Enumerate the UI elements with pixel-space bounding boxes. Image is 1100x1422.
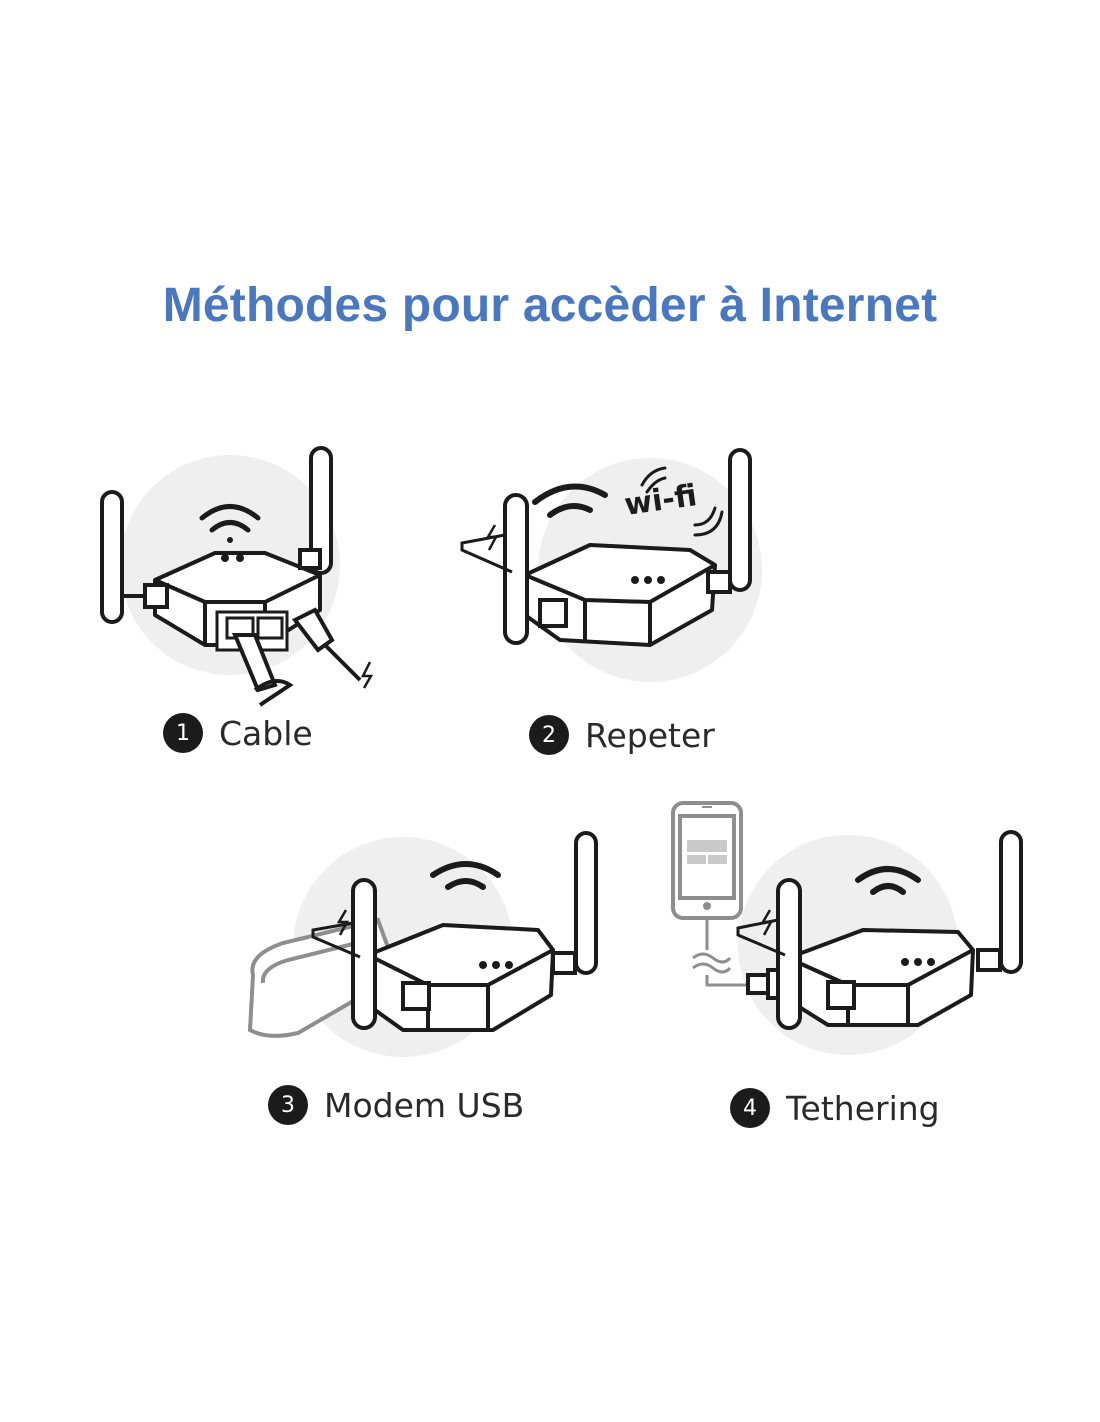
power-cable-icon xyxy=(460,524,513,574)
antenna-right-icon xyxy=(706,448,752,594)
step-number-badge: 1 xyxy=(163,713,203,753)
usb-modem-illustration xyxy=(247,831,598,1057)
power-cable-icon xyxy=(311,909,361,959)
wifi-signal-icon xyxy=(855,866,921,895)
method-label-3: 3 Modem USB xyxy=(268,1085,524,1125)
power-cable-icon xyxy=(291,607,374,689)
method-name: Tethering xyxy=(786,1088,940,1128)
wifi-waves-icon xyxy=(640,466,724,537)
method-name: Modem USB xyxy=(324,1085,525,1125)
router-icon xyxy=(523,543,717,647)
method-label-1: 1 Cable xyxy=(163,713,313,753)
wifi-signal-icon xyxy=(532,483,608,518)
step-number-badge: 2 xyxy=(529,715,569,755)
antenna-right-icon xyxy=(976,830,1023,974)
method-label-2: 2 Repeter xyxy=(529,715,715,755)
repeater-illustration: wi-fi xyxy=(460,448,762,682)
antenna-right-icon xyxy=(298,446,333,575)
antenna-left-icon xyxy=(100,490,169,624)
cable-illustration xyxy=(100,446,374,707)
smartphone-tethering-icon xyxy=(692,918,748,987)
antenna-left-icon xyxy=(776,878,856,1030)
ethernet-port-icon xyxy=(215,610,289,652)
step-number-badge: 3 xyxy=(268,1085,308,1125)
method-name: Repeter xyxy=(585,715,715,755)
method-label-4: 4 Tethering xyxy=(730,1088,940,1128)
method-name: Cable xyxy=(219,713,313,753)
antenna-left-icon xyxy=(503,493,568,645)
page-title: Méthodes pour accèder à Internet xyxy=(162,279,938,332)
power-cable-icon xyxy=(736,909,786,957)
wifi-signal-icon xyxy=(430,861,501,890)
antenna-left-icon xyxy=(351,878,431,1030)
tethering-illustration xyxy=(671,801,1023,1055)
wifi-signal-icon xyxy=(199,504,261,543)
antenna-right-icon xyxy=(551,831,598,975)
ethernet-cable-icon xyxy=(231,633,294,707)
smartphone-icon xyxy=(671,801,743,920)
step-number-badge: 4 xyxy=(730,1088,770,1128)
